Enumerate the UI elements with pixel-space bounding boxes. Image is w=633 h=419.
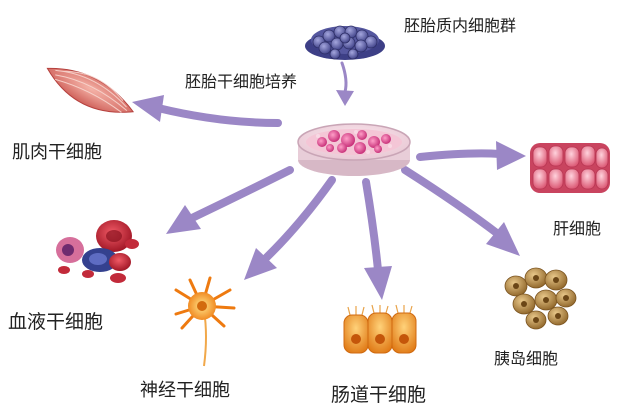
islet-cells-icon xyxy=(504,267,577,330)
arrow-to-blood xyxy=(166,166,294,234)
liver-cells-icon xyxy=(530,143,610,193)
arrow-to-liver xyxy=(416,141,526,170)
label-embryonic-culture: 胚胎干细胞培养 xyxy=(185,72,298,91)
arrow-to-nerve xyxy=(244,176,336,280)
arrow-to-intestine xyxy=(362,178,392,300)
intestinal-cells-icon xyxy=(343,304,417,354)
neuron-icon xyxy=(174,276,236,367)
arrows xyxy=(132,61,526,300)
label-inner-cell-mass: 胚胎质内细胞群 xyxy=(404,16,517,35)
petri-dish-icon xyxy=(297,123,411,176)
label-islet-cell: 胰岛细胞 xyxy=(494,349,559,368)
label-blood-stem-cell: 血液干细胞 xyxy=(8,311,104,333)
label-liver-cell: 肝细胞 xyxy=(553,219,602,238)
arrow-to-muscle xyxy=(132,95,282,127)
blood-cells-icon xyxy=(56,220,139,283)
label-nerve-stem-cell: 神经干细胞 xyxy=(140,380,230,401)
muscle-fiber-icon xyxy=(46,67,135,113)
inner-cell-mass-icon xyxy=(305,25,385,60)
arrow-source-to-dish xyxy=(336,61,354,106)
label-muscle-stem-cell: 肌肉干细胞 xyxy=(12,142,102,163)
arrow-to-pancreas xyxy=(401,166,520,256)
label-intestinal-stem-cell: 肠道干细胞 xyxy=(331,384,427,406)
